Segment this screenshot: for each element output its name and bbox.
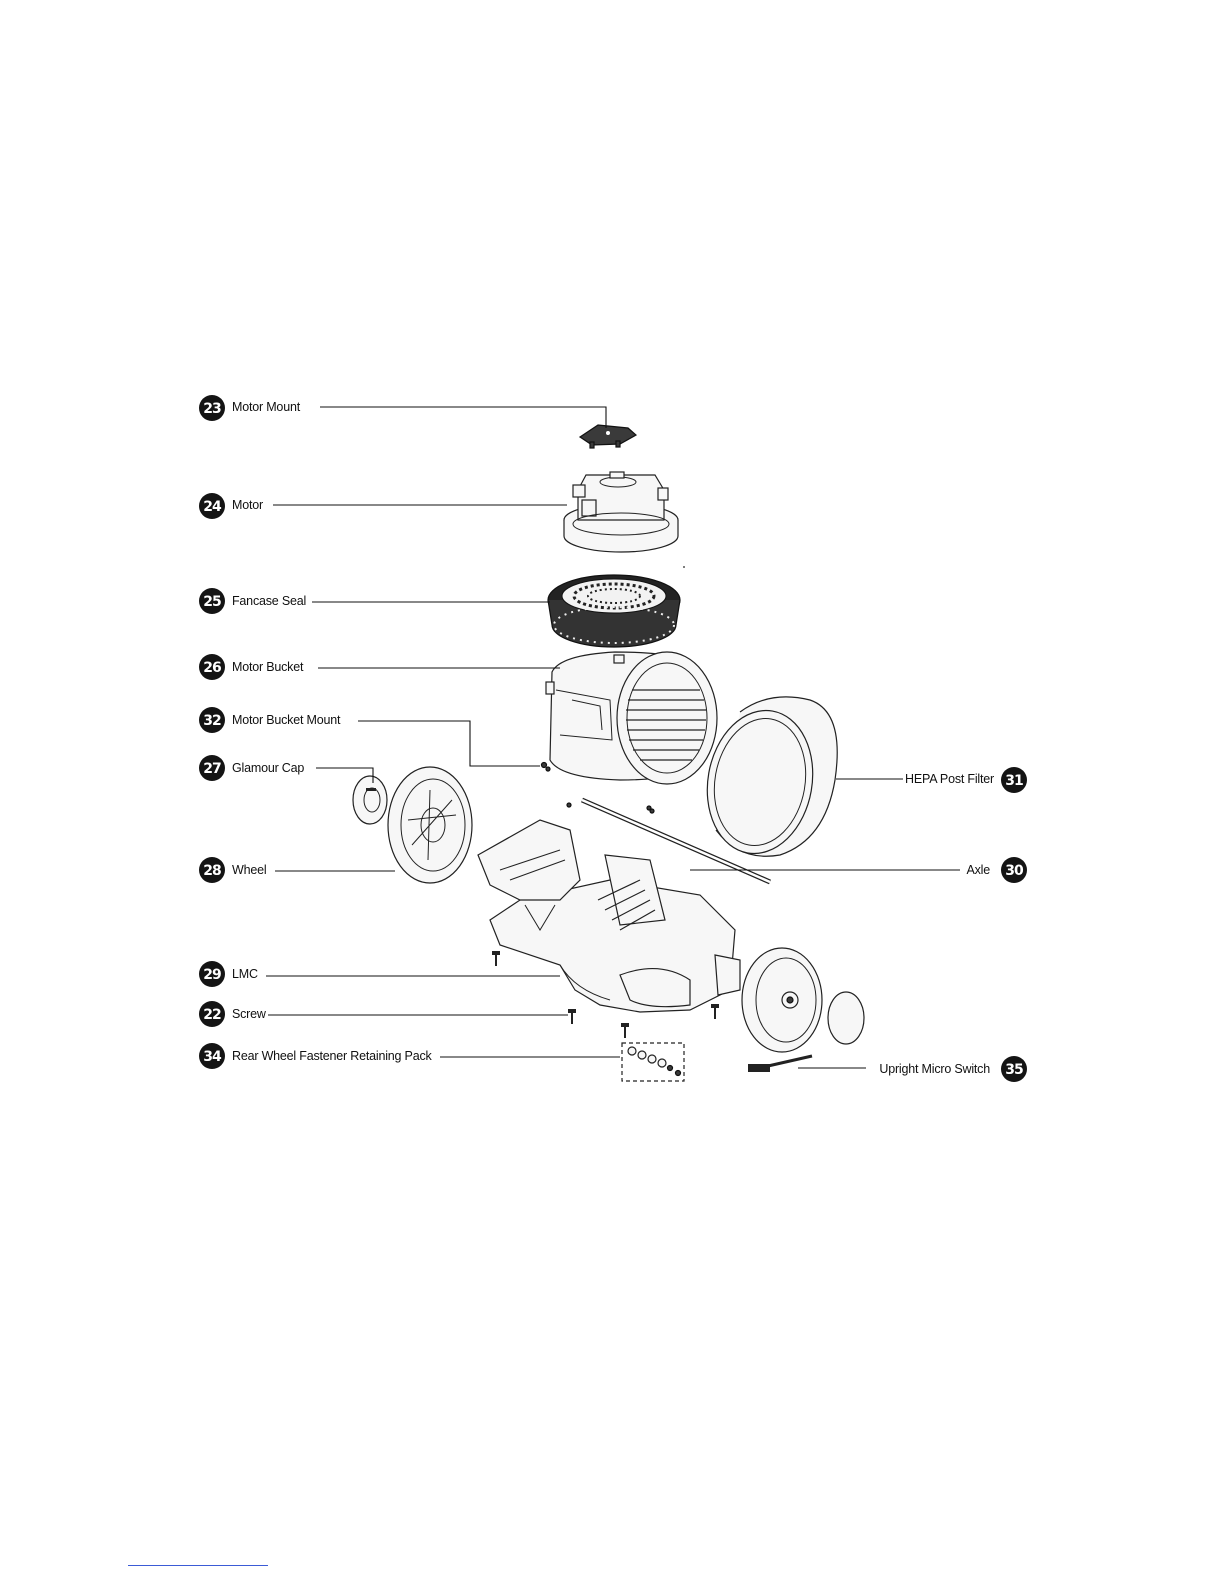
callout-label: Motor [232, 498, 263, 512]
fancase-seal-part [548, 575, 680, 647]
lmc-chassis-part [478, 820, 740, 1012]
callout-label: Screw [232, 1007, 267, 1021]
callout-motor-bucket: 26 Motor Bucket [199, 654, 304, 680]
motor-mount-part [580, 425, 636, 448]
motor-bucket-part [546, 652, 717, 784]
callout-motor: 24 Motor [199, 493, 263, 519]
footer-rule [128, 1565, 268, 1566]
motor-part [564, 472, 678, 552]
callout-number: 29 [203, 967, 221, 983]
callout-number: 34 [203, 1049, 222, 1065]
callout-lmc: 29 LMC [199, 961, 258, 987]
callout-glamour-cap: 27 Glamour Cap [199, 755, 304, 781]
callout-rear-wheel-fastener-retaining-pack: 34 Rear Wheel Fastener Retaining Pack [199, 1043, 432, 1069]
callout-number: 35 [1005, 1062, 1023, 1078]
callout-wheel: 28 Wheel [199, 857, 266, 883]
callout-number: 32 [203, 713, 221, 729]
glamour-cap-part [353, 776, 387, 824]
callout-motor-bucket-mount: 32 Motor Bucket Mount [199, 707, 341, 733]
wheel-right-part [742, 948, 864, 1052]
callout-number: 28 [203, 863, 221, 879]
callout-motor-mount: 23 Motor Mount [199, 395, 301, 421]
callout-label: Rear Wheel Fastener Retaining Pack [232, 1049, 432, 1063]
callout-label: Motor Mount [232, 400, 301, 414]
callout-upright-micro-switch: Upright Micro Switch 35 [879, 1056, 1027, 1082]
callout-number: 31 [1005, 773, 1023, 789]
callout-number: 30 [1005, 863, 1024, 879]
callout-number: 24 [203, 499, 222, 515]
wheel-left-part [388, 767, 472, 883]
callout-number: 27 [203, 761, 221, 777]
callout-label: Motor Bucket [232, 660, 304, 674]
callout-label: Glamour Cap [232, 761, 304, 775]
callout-axle: Axle 30 [966, 857, 1027, 883]
callout-number: 22 [203, 1007, 221, 1023]
stray-dot [683, 566, 685, 568]
callout-label: LMC [232, 967, 258, 981]
callout-label: Upright Micro Switch [879, 1062, 990, 1076]
callout-fancase-seal: 25 Fancase Seal [199, 588, 306, 614]
callout-number: 25 [203, 594, 221, 610]
fastener-pack-part [622, 1043, 684, 1081]
callout-screw: 22 Screw [199, 1001, 267, 1027]
callout-label: Wheel [232, 863, 266, 877]
callout-number: 26 [203, 660, 221, 676]
callout-number: 23 [203, 401, 221, 417]
callout-hepa-post-filter: HEPA Post Filter 31 [905, 767, 1027, 793]
callout-label: Fancase Seal [232, 594, 306, 608]
upright-micro-switch-part [748, 1056, 812, 1072]
callout-label: Axle [966, 863, 990, 877]
callout-label: HEPA Post Filter [905, 772, 994, 786]
callout-label: Motor Bucket Mount [232, 713, 341, 727]
